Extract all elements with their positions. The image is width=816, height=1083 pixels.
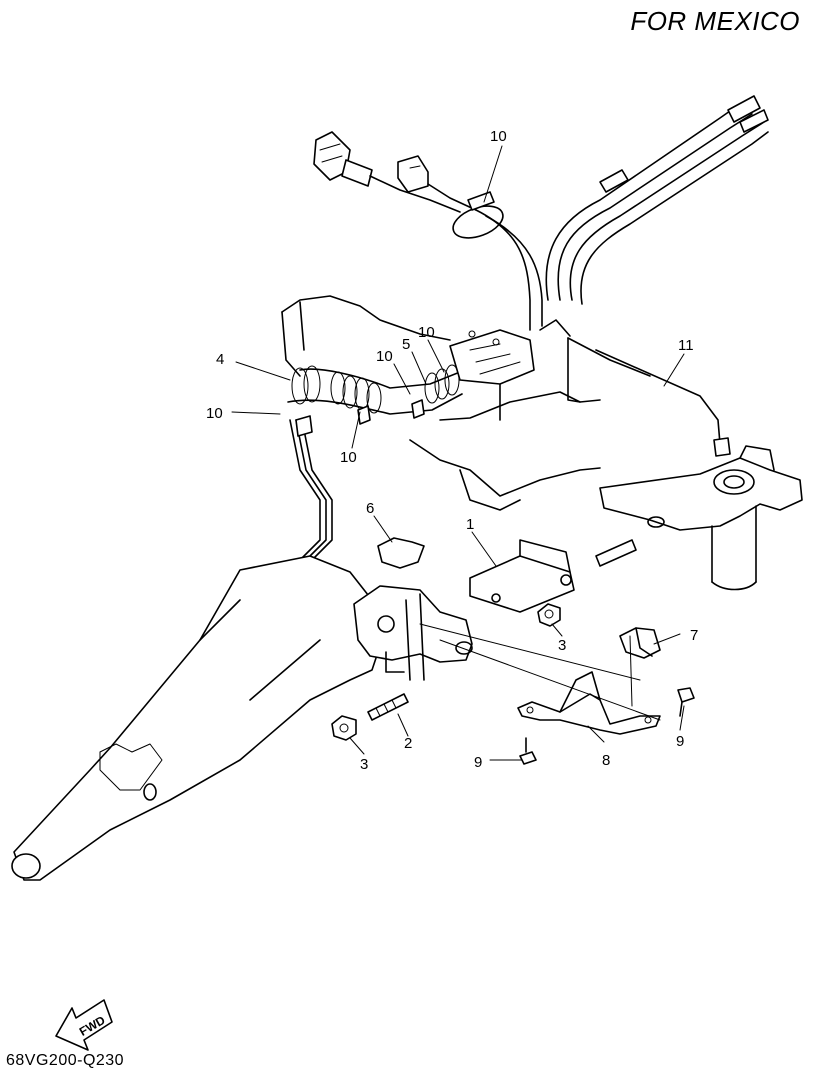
callout-9-left: 9: [474, 754, 482, 771]
callout-5: 5: [402, 336, 410, 353]
part-6-plate: [377, 537, 425, 569]
callout-10-top: 10: [490, 128, 507, 145]
part-3-nut-lower: [331, 715, 357, 741]
corrugated-tube: [287, 329, 535, 561]
callout-10-mid-a: 10: [376, 348, 393, 365]
callout-9-right: 9: [676, 733, 684, 750]
callout-1: 1: [466, 516, 474, 533]
callout-3-upper: 3: [558, 637, 566, 654]
tiller-handle: [11, 555, 473, 881]
wire-harness-upper: [313, 95, 769, 331]
callout-2: 2: [404, 735, 412, 752]
callout-10-lower: 10: [340, 449, 357, 466]
callout-8: 8: [602, 752, 610, 769]
diagram-code: 68VG200-Q230: [6, 1052, 125, 1069]
part-7-clip: [619, 627, 661, 659]
callout-3-lower: 3: [360, 756, 368, 773]
part-9-bolt-right: [677, 687, 695, 717]
callout-7: 7: [690, 627, 698, 644]
part-3-nut-upper: [537, 603, 561, 627]
callout-10-mid-b: 10: [418, 324, 435, 341]
callout-11: 11: [678, 337, 694, 354]
page-title: FOR MEXICO: [630, 6, 800, 36]
callout-4: 4: [216, 351, 224, 368]
callout-6: 6: [366, 500, 374, 517]
part-11-cable: [595, 349, 731, 457]
callout-10-left: 10: [206, 405, 223, 422]
fwd-arrow-icon: FWD: [55, 999, 113, 1051]
part-1-bracket: [469, 539, 575, 613]
part-2-stud: [367, 693, 409, 721]
part-9-bolt-left: [519, 737, 537, 765]
leader-lines: [231, 145, 685, 761]
part-8-bracket: [517, 671, 661, 735]
callout-labels: 10 4 10 10 10 5 10 11 6 1 3 7 2 3 9 8 9: [206, 128, 698, 773]
